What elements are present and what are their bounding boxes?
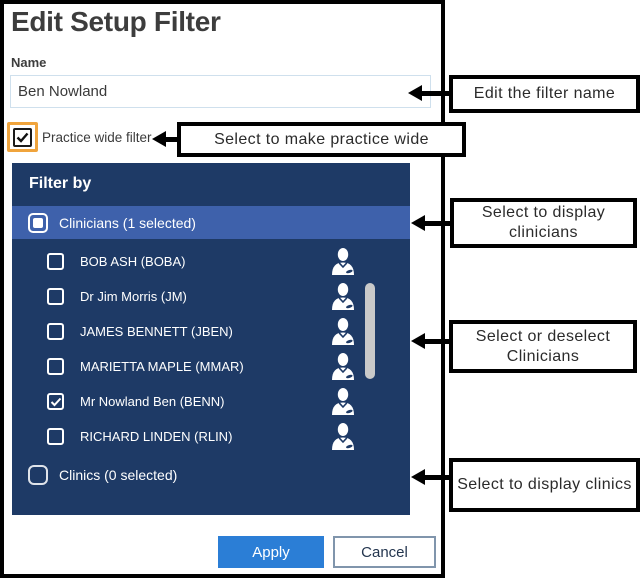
clinician-row[interactable]: Mr Nowland Ben (BENN) [12, 384, 410, 419]
left-arrow-icon [411, 333, 449, 349]
annotation-edit-filter-name: Edit the filter name [449, 75, 640, 113]
left-arrow-icon [152, 131, 177, 147]
practice-wide-highlight-frame [7, 122, 38, 152]
filter-by-header: Filter by [29, 175, 92, 192]
person-icon [331, 423, 355, 450]
page-title: Edit Setup Filter [11, 6, 221, 37]
clinicians-group-label: Clinicians (1 selected) [59, 214, 196, 231]
clinician-list: BOB ASH (BOBA) Dr Jim Morris (JM) JAMES … [12, 244, 410, 454]
practice-wide-label: Practice wide filter [42, 130, 152, 145]
person-icon [331, 318, 355, 345]
name-field-label: Name [11, 55, 47, 70]
filter-by-panel: Filter by Clinicians (1 selected) BOB AS… [12, 163, 410, 515]
clinician-checkbox[interactable] [47, 393, 64, 410]
clinician-checkbox[interactable] [47, 358, 64, 375]
clinician-row[interactable]: MARIETTA MAPLE (MMAR) [12, 349, 410, 384]
left-arrow-icon [411, 469, 449, 485]
annotation-select-deselect-clinicians: Select or deselect Clinicians [449, 320, 637, 373]
person-icon [331, 283, 355, 310]
clinician-label: JAMES BENNETT (JBEN) [80, 324, 233, 339]
clinician-label: MARIETTA MAPLE (MMAR) [80, 359, 244, 374]
cancel-button[interactable]: Cancel [333, 536, 436, 568]
list-scrollbar[interactable] [365, 283, 375, 379]
clinician-row[interactable]: Dr Jim Morris (JM) [12, 279, 410, 314]
person-icon [331, 388, 355, 415]
clinician-label: BOB ASH (BOBA) [80, 254, 186, 269]
checkmark-icon [16, 132, 29, 143]
clinician-label: RICHARD LINDEN (RLIN) [80, 429, 233, 444]
checkmark-icon [50, 397, 61, 406]
clinics-group-checkbox[interactable] [28, 464, 48, 485]
clinicians-group-row[interactable]: Clinicians (1 selected) [12, 206, 410, 239]
clinician-checkbox[interactable] [47, 253, 64, 270]
person-icon [331, 353, 355, 380]
clinician-row[interactable]: BOB ASH (BOBA) [12, 244, 410, 279]
edit-setup-filter-dialog: Edit Setup Filter Name Practice wide fil… [0, 0, 445, 578]
clinician-checkbox[interactable] [47, 288, 64, 305]
clinics-group-row[interactable]: Clinics (0 selected) [12, 458, 410, 491]
filter-name-input[interactable] [10, 75, 431, 108]
left-arrow-icon [408, 85, 449, 101]
clinician-checkbox[interactable] [47, 323, 64, 340]
apply-button[interactable]: Apply [218, 536, 324, 568]
indeterminate-mark [33, 217, 43, 228]
clinics-group-label: Clinics (0 selected) [59, 466, 178, 483]
left-arrow-icon [411, 215, 450, 231]
annotation-practice-wide: Select to make practice wide [177, 122, 466, 157]
clinician-label: Dr Jim Morris (JM) [80, 289, 187, 304]
clinician-row[interactable]: JAMES BENNETT (JBEN) [12, 314, 410, 349]
annotation-display-clinics: Select to display clinics [449, 458, 640, 512]
clinician-row[interactable]: RICHARD LINDEN (RLIN) [12, 419, 410, 454]
practice-wide-checkbox[interactable] [13, 127, 32, 147]
clinician-label: Mr Nowland Ben (BENN) [80, 394, 225, 409]
clinician-checkbox[interactable] [47, 428, 64, 445]
person-icon [331, 248, 355, 275]
clinicians-group-checkbox[interactable] [28, 212, 48, 233]
annotation-display-clinicians: Select to display clinicians [450, 198, 637, 248]
